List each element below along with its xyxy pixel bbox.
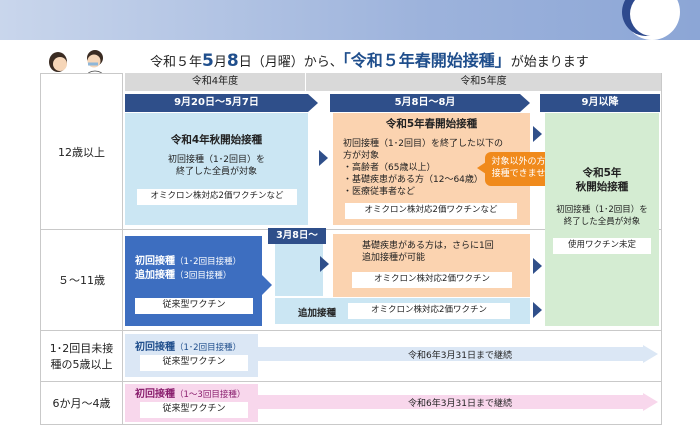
baby-continue-text: 令和6年3月31日まで継続 bbox=[408, 399, 512, 409]
autumn-r5-heading1: 令和5年 bbox=[582, 167, 622, 179]
age5to11-mid-text2: 追加接種が可能 bbox=[362, 253, 426, 263]
infant-vaccine: 従来型ワクチン bbox=[140, 355, 248, 371]
spring-r5-vaccine: オミクロン株対応2価ワクチンなど bbox=[345, 203, 517, 219]
header-decoration bbox=[622, 0, 680, 40]
header-bar bbox=[0, 0, 700, 40]
age5to11-bottom-vaccine: オミクロン株対応2価ワクチン bbox=[348, 303, 510, 319]
age5to11-bottom-label: 追加接種 bbox=[298, 308, 337, 319]
callout-tail bbox=[477, 162, 486, 174]
arrow-right-icon bbox=[533, 258, 542, 274]
row-divider bbox=[40, 229, 662, 230]
row-divider bbox=[40, 424, 662, 425]
age5to11-mid-text1: 基礎疾患がある方は，さらに1回 bbox=[362, 241, 494, 251]
autumn-r4-text2: 終了した全員が対象 bbox=[175, 167, 257, 177]
fiscal-year-r4: 令和4年度 bbox=[125, 73, 306, 91]
age5to11-initial: 初回接種（1･2回目接種） bbox=[135, 256, 242, 267]
column-divider bbox=[661, 73, 662, 425]
autumn-r5-text2: 終了した全員が対象 bbox=[563, 217, 641, 227]
age5to11-mid-vaccine: オミクロン株対応2価ワクチン bbox=[352, 272, 512, 288]
baby-continue-arrow bbox=[258, 393, 658, 411]
period-autumn-r4: 9月20日～5月7日 bbox=[125, 94, 318, 112]
infant-initial: 初回接種（1･2回目接種） bbox=[135, 342, 242, 353]
arrow-right-icon bbox=[320, 256, 329, 272]
spring-r5-item3: ・医療従事者など bbox=[343, 187, 416, 197]
march8-column bbox=[275, 238, 323, 296]
row-label-unvaccinated-5-plus: 1･2回目未接 種の5歳以上 bbox=[40, 330, 123, 382]
row-label-6m-to-4y: 6か月～4歳 bbox=[40, 381, 123, 425]
autumn-r4-vaccine: オミクロン株対応2価ワクチンなど bbox=[137, 189, 297, 205]
period-spring-r5: 5月8日～8月 bbox=[330, 94, 530, 112]
spring-r5-item2: ・基礎疾患がある方（12～64歳） bbox=[343, 175, 483, 185]
baby-initial: 初回接種（1～3回目接種） bbox=[135, 389, 246, 400]
baby-vaccine: 従来型ワクチン bbox=[140, 402, 248, 418]
autumn-r4-heading: 令和4年秋開始接種 bbox=[170, 134, 263, 146]
age5to11-left-vaccine: 従来型ワクチン bbox=[135, 298, 253, 314]
row-label-5-to-11: ５～11歳 bbox=[40, 229, 123, 331]
autumn-r5-box bbox=[545, 113, 659, 326]
arrow-right-icon bbox=[533, 126, 542, 142]
march8-label: 3月8日～ bbox=[268, 228, 326, 244]
fiscal-year-r5: 令和5年度 bbox=[306, 73, 661, 91]
spring-r5-item1: ・高齢者（65歳以上） bbox=[343, 163, 436, 173]
arrow-right-icon bbox=[262, 275, 272, 295]
spring-r5-text2: 方が対象 bbox=[343, 151, 380, 161]
arrow-right-icon bbox=[319, 150, 328, 166]
autumn-r5-heading2: 秋開始接種 bbox=[575, 181, 629, 193]
infant-continue-arrow bbox=[258, 345, 658, 363]
spring-r5-text1: 初回接種（1･2回目）を終了した以下の bbox=[343, 139, 503, 149]
period-autumn-r5: 9月以降 bbox=[540, 94, 660, 112]
infant-continue-text: 令和6年3月31日まで継続 bbox=[408, 351, 512, 361]
autumn-r4-box bbox=[125, 113, 308, 225]
row-divider bbox=[40, 381, 662, 382]
autumn-r4-text1: 初回接種（1･2回目）を bbox=[168, 155, 265, 165]
row-divider bbox=[40, 330, 662, 331]
arrow-right-icon bbox=[533, 302, 542, 318]
age5to11-booster: 追加接種（3回目接種） bbox=[135, 270, 232, 281]
autumn-r5-text1: 初回接種（1･2回目）を bbox=[556, 205, 648, 215]
spring-r5-heading: 令和5年春開始接種 bbox=[385, 118, 478, 130]
row-label-12-plus: 12歳以上 bbox=[40, 73, 123, 230]
page-title: 令和５年5月8日（月曜）から、「令和５年春開始接種」が始まります bbox=[150, 51, 589, 71]
autumn-r5-vaccine: 使用ワクチン未定 bbox=[553, 238, 651, 254]
